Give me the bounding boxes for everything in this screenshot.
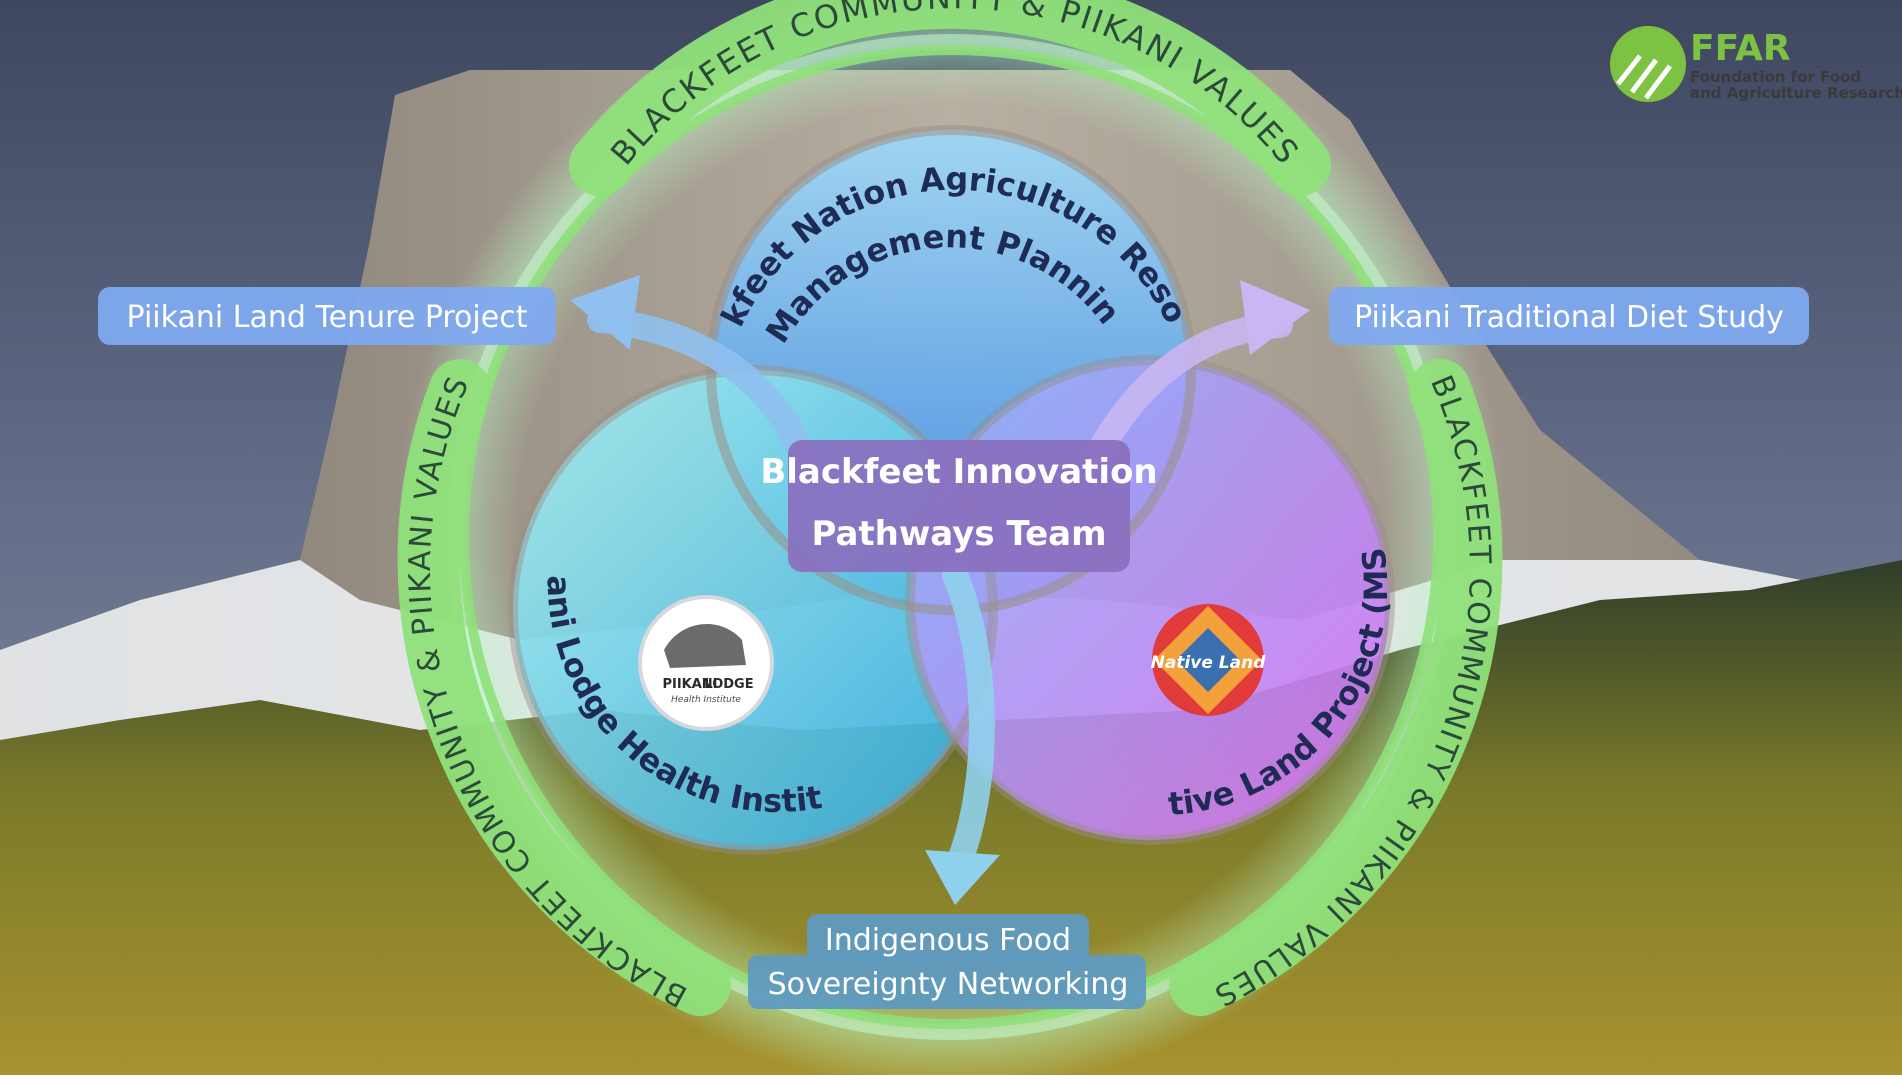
bison-icon	[664, 623, 746, 668]
arrow-head-right-icon	[1240, 280, 1310, 355]
output-label-land-tenure: Piikani Land Tenure Project	[127, 300, 528, 335]
output-box-diet-study	[1329, 287, 1809, 345]
center-box	[788, 440, 1130, 572]
native-land-inner-icon	[1176, 628, 1240, 692]
output-box-food-sovereignty-bottom	[748, 955, 1146, 1009]
circle-top-outline	[706, 125, 1196, 615]
ring-line	[459, 45, 1443, 1029]
output-box-food-sovereignty-top	[807, 914, 1089, 962]
piikani-lodge-name2: LODGE	[704, 677, 753, 692]
arrow-head-left-icon	[570, 275, 640, 350]
ffar-line1: Foundation for Food	[1690, 68, 1861, 86]
output-label-food-sovereignty-line2: Sovereignty Networking	[768, 967, 1129, 1002]
center-label-line1: Blackfeet Innovation	[760, 452, 1157, 492]
center-label-line2: Pathways Team	[811, 514, 1106, 554]
native-land-label: Native Land	[1151, 653, 1267, 673]
piikani-lodge-sub: Health Institute	[671, 695, 741, 705]
ffar-logo-icon	[1610, 26, 1686, 102]
output-label-diet-study: Piikani Traditional Diet Study	[1354, 300, 1784, 335]
arrow-to-food-sovereignty	[942, 562, 995, 873]
circle-right-outline	[905, 355, 1395, 845]
output-box-land-tenure	[98, 287, 556, 345]
piikani-lodge-name: PIIKANI	[662, 677, 717, 692]
arrow-head-down-icon	[925, 850, 1000, 905]
ring-label-pill-top	[569, 0, 1331, 196]
ffar-stripes	[1616, 54, 1672, 100]
ring-label-pill-right	[1169, 359, 1503, 1016]
output-label-food-sovereignty-line1: Indigenous Food	[825, 923, 1071, 958]
ring-label-pill-left	[397, 359, 731, 1016]
ffar-title: FFAR	[1690, 28, 1791, 69]
arrow-to-land-tenure	[587, 307, 813, 463]
ffar-line2: and Agriculture Research	[1690, 84, 1902, 102]
